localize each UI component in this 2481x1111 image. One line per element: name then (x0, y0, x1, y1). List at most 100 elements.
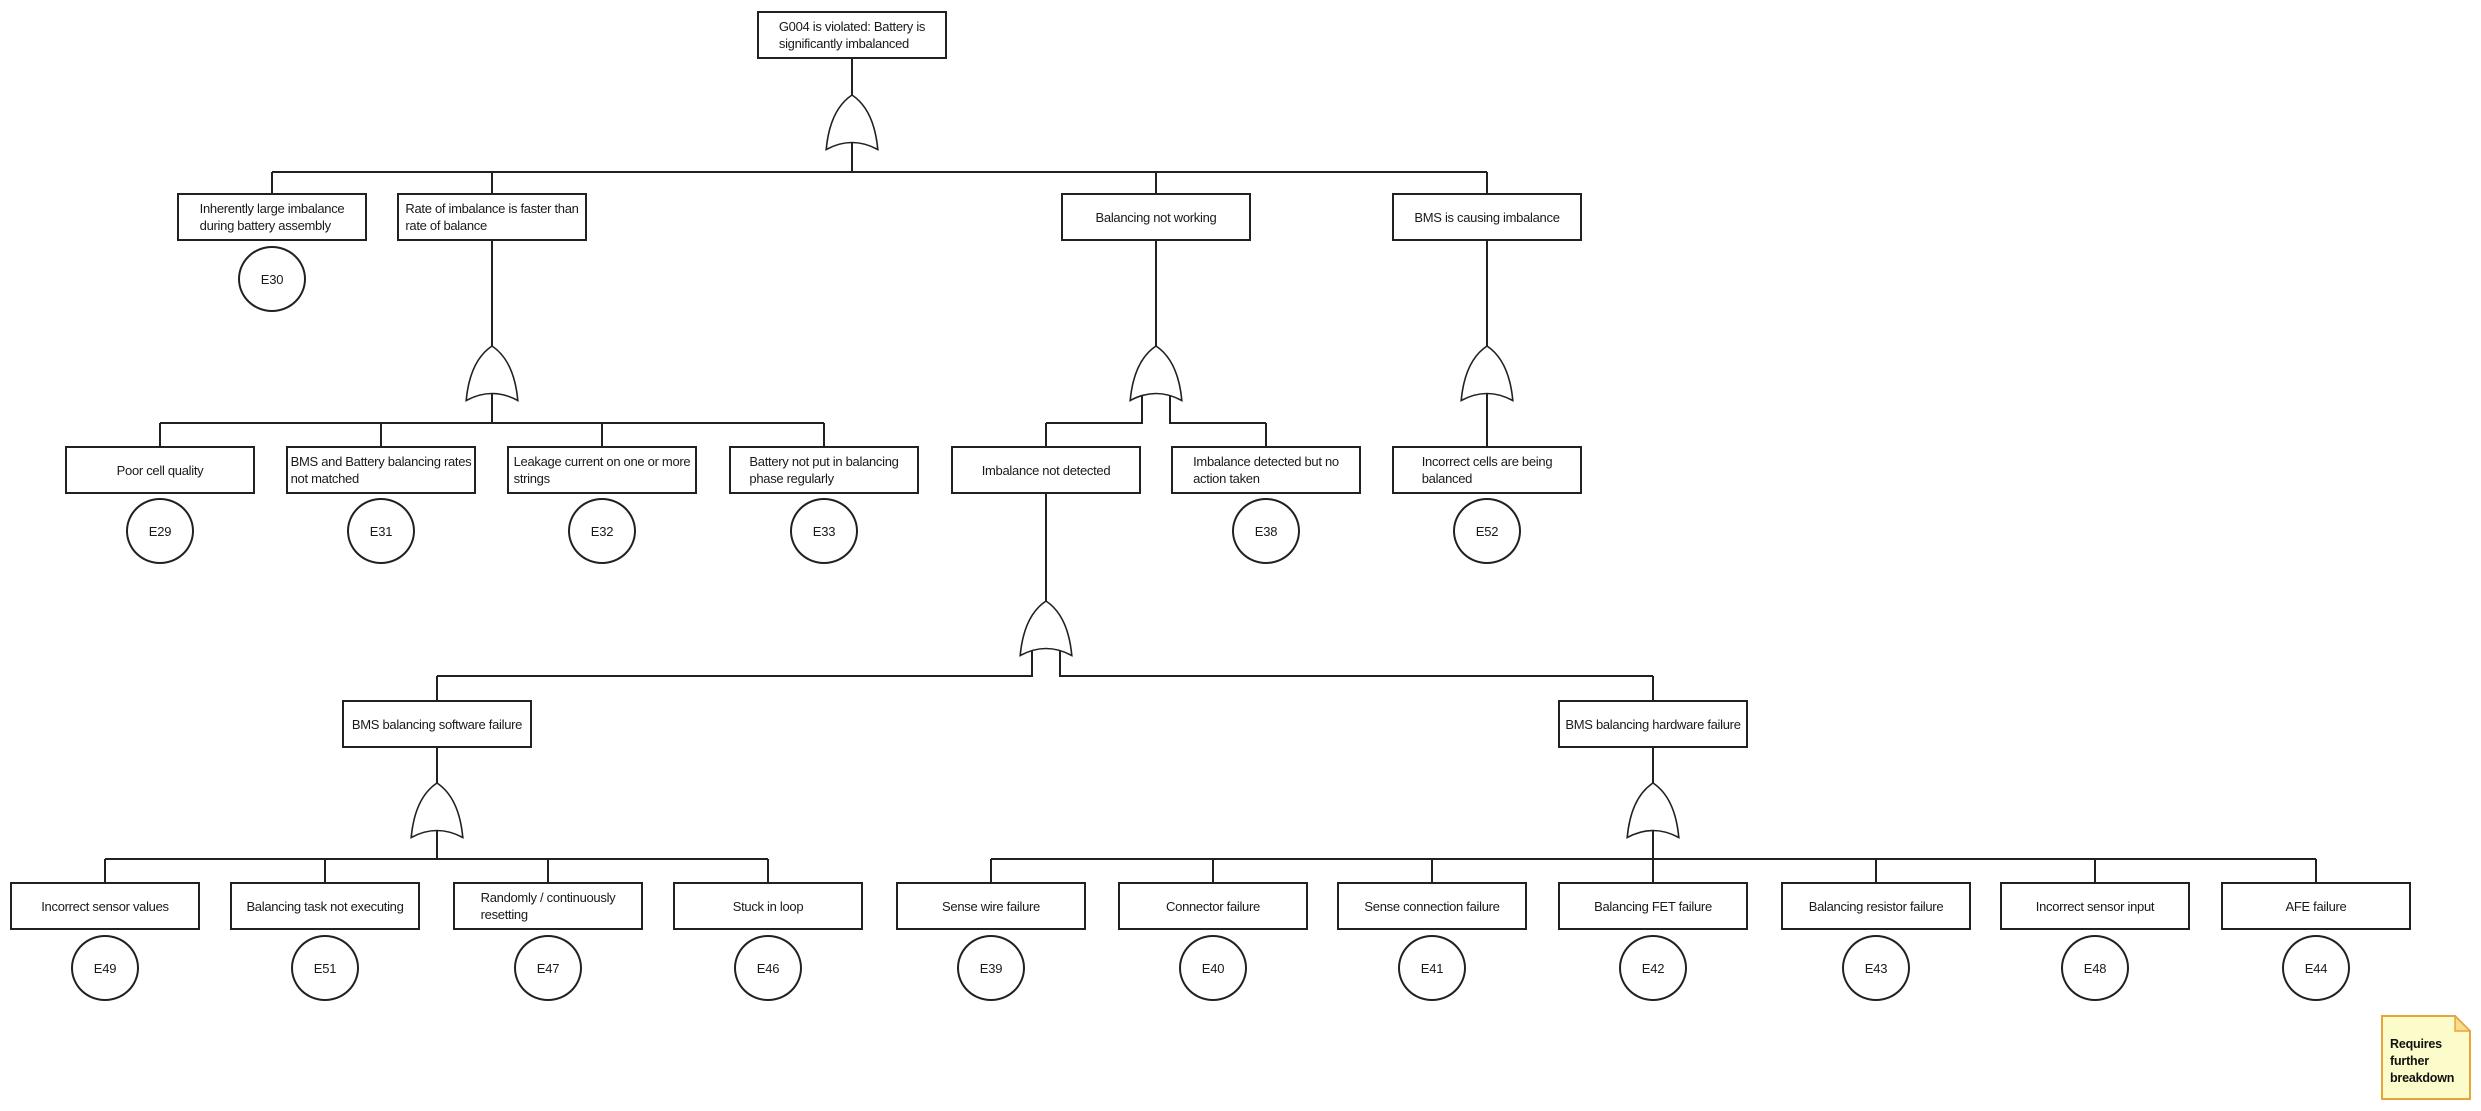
node-label: Stuck in loop (732, 898, 804, 914)
node-connector-failure[interactable]: Connector failure (1118, 882, 1308, 930)
basic-event-E52[interactable]: E52 (1453, 498, 1521, 564)
node-label: BMS is causing imbalance (1414, 209, 1560, 225)
node-balancing-not-working[interactable]: Balancing not working (1061, 193, 1251, 241)
sticky-note[interactable]: Requires further breakdown (2381, 1015, 2471, 1100)
node-balancing-fet-failure[interactable]: Balancing FET failure (1558, 882, 1748, 930)
node-not-in-balancing-phase[interactable]: Battery not put in balancing phase regul… (729, 446, 919, 494)
basic-event-E47[interactable]: E47 (514, 935, 582, 1001)
basic-event-label: E52 (1475, 523, 1499, 539)
node-label: Imbalance not detected (981, 462, 1111, 478)
node-task-not-executing[interactable]: Balancing task not executing (230, 882, 420, 930)
basic-event-E41[interactable]: E41 (1398, 935, 1466, 1001)
node-bms-software-failure[interactable]: BMS balancing software failure (342, 700, 532, 748)
node-label: Balancing FET failure (1594, 898, 1712, 914)
node-label: Rate of imbalance is faster than rate of… (405, 201, 579, 233)
basic-event-label: E48 (2083, 960, 2107, 976)
basic-event-E40[interactable]: E40 (1179, 935, 1247, 1001)
node-label: Battery not put in balancing phase regul… (749, 454, 899, 486)
basic-event-label: E39 (979, 960, 1003, 976)
or-gate[interactable] (1129, 345, 1183, 402)
node-afe-failure[interactable]: AFE failure (2221, 882, 2411, 930)
node-rates-not-matched[interactable]: BMS and Battery balancing rates not matc… (286, 446, 476, 494)
basic-event-label: E32 (590, 523, 614, 539)
node-top-event[interactable]: G004 is violated: Battery is significant… (757, 11, 947, 59)
node-label: Incorrect sensor input (2035, 898, 2155, 914)
node-label: Imbalance detected but no action taken (1193, 454, 1339, 486)
basic-event-label: E51 (313, 960, 337, 976)
node-incorrect-cells-balanced[interactable]: Incorrect cells are being balanced (1392, 446, 1582, 494)
node-inherent-imbalance[interactable]: Inherently large imbalance during batter… (177, 193, 367, 241)
or-gate-shape (1460, 345, 1514, 402)
node-label: BMS balancing software failure (351, 716, 523, 732)
basic-event-E31[interactable]: E31 (347, 498, 415, 564)
basic-event-label: E42 (1641, 960, 1665, 976)
or-gate-shape (410, 782, 464, 839)
basic-event-label: E41 (1420, 960, 1444, 976)
or-gate[interactable] (1626, 782, 1680, 839)
basic-event-label: E46 (756, 960, 780, 976)
node-sense-wire-failure[interactable]: Sense wire failure (896, 882, 1086, 930)
basic-event-E32[interactable]: E32 (568, 498, 636, 564)
node-balancing-resistor-failure[interactable]: Balancing resistor failure (1781, 882, 1971, 930)
basic-event-E44[interactable]: E44 (2282, 935, 2350, 1001)
or-gate[interactable] (1019, 600, 1073, 657)
node-label: Sense wire failure (942, 898, 1040, 914)
node-stuck-in-loop[interactable]: Stuck in loop (673, 882, 863, 930)
node-imbalance-no-action[interactable]: Imbalance detected but no action taken (1171, 446, 1361, 494)
or-gate-shape (1626, 782, 1680, 839)
basic-event-E48[interactable]: E48 (2061, 935, 2129, 1001)
node-imbalance-not-detected[interactable]: Imbalance not detected (951, 446, 1141, 494)
or-gate[interactable] (465, 345, 519, 402)
node-bms-hardware-failure[interactable]: BMS balancing hardware failure (1558, 700, 1748, 748)
node-label: Randomly / continuously resetting (480, 890, 616, 922)
basic-event-E42[interactable]: E42 (1619, 935, 1687, 1001)
node-poor-cell-quality[interactable]: Poor cell quality (65, 446, 255, 494)
or-gate-shape (1019, 600, 1073, 657)
node-incorrect-sensor-input[interactable]: Incorrect sensor input (2000, 882, 2190, 930)
basic-event-label: E38 (1254, 523, 1278, 539)
basic-event-E30[interactable]: E30 (238, 246, 306, 312)
or-gate[interactable] (1460, 345, 1514, 402)
basic-event-label: E29 (148, 523, 172, 539)
basic-event-E39[interactable]: E39 (957, 935, 1025, 1001)
node-leakage-current[interactable]: Leakage current on one or more strings (507, 446, 697, 494)
node-label: Leakage current on one or more strings (513, 454, 691, 486)
node-rate-imbalance[interactable]: Rate of imbalance is faster than rate of… (397, 193, 587, 241)
basic-event-label: E43 (1864, 960, 1888, 976)
node-label: Sense connection failure (1364, 898, 1500, 914)
node-incorrect-sensor-values[interactable]: Incorrect sensor values (10, 882, 200, 930)
basic-event-E33[interactable]: E33 (790, 498, 858, 564)
node-label: G004 is violated: Battery is significant… (778, 19, 926, 51)
basic-event-E38[interactable]: E38 (1232, 498, 1300, 564)
basic-event-E29[interactable]: E29 (126, 498, 194, 564)
node-bms-causing-imbalance[interactable]: BMS is causing imbalance (1392, 193, 1582, 241)
basic-event-label: E33 (812, 523, 836, 539)
basic-event-E43[interactable]: E43 (1842, 935, 1910, 1001)
node-random-resetting[interactable]: Randomly / continuously resetting (453, 882, 643, 930)
sticky-note-text: Requires further breakdown (2390, 1037, 2455, 1085)
basic-event-label: E49 (93, 960, 117, 976)
node-label: Balancing task not executing (246, 898, 404, 914)
node-label: Incorrect sensor values (41, 898, 169, 914)
or-gate-shape (825, 94, 879, 151)
node-label: Balancing resistor failure (1808, 898, 1944, 914)
basic-event-label: E30 (260, 271, 284, 287)
or-gate[interactable] (410, 782, 464, 839)
basic-event-label: E31 (369, 523, 393, 539)
basic-event-label: E44 (2304, 960, 2328, 976)
node-label: Balancing not working (1095, 209, 1217, 225)
basic-event-E49[interactable]: E49 (71, 935, 139, 1001)
node-label: BMS and Battery balancing rates not matc… (290, 454, 472, 486)
node-label: AFE failure (2285, 898, 2347, 914)
basic-event-E51[interactable]: E51 (291, 935, 359, 1001)
node-label: Inherently large imbalance during batter… (199, 201, 345, 233)
basic-event-E46[interactable]: E46 (734, 935, 802, 1001)
node-label: Incorrect cells are being balanced (1421, 454, 1553, 486)
basic-event-label: E40 (1201, 960, 1225, 976)
node-label: Poor cell quality (116, 462, 204, 478)
or-gate[interactable] (825, 94, 879, 151)
or-gate-shape (465, 345, 519, 402)
node-sense-connection-failure[interactable]: Sense connection failure (1337, 882, 1527, 930)
